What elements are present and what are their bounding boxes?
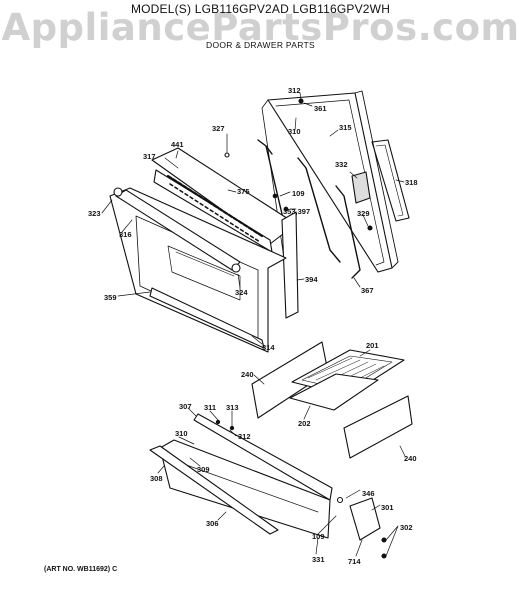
callout-labels: 312 361 310 315 327 441 317 332 318 375 …: [88, 86, 418, 566]
callout-314: 314: [262, 343, 275, 352]
door-hinges: [257, 139, 361, 279]
art-number: (ART NO. WB11692) C: [44, 566, 118, 573]
callout-109-drawer: 109: [312, 532, 325, 541]
callout-375: 375: [237, 187, 250, 196]
vent-bracket: [351, 171, 371, 204]
callout-240-left: 240: [241, 370, 254, 379]
callout-714: 714: [348, 557, 361, 566]
door-gasket: [371, 139, 410, 222]
callout-318: 318: [405, 178, 418, 187]
drawer-side-right: [343, 395, 413, 459]
door-side-channel: [281, 211, 299, 319]
callout-202: 202: [298, 419, 311, 428]
drawer-slide-bracket: [349, 497, 381, 541]
door-handle: [113, 187, 241, 273]
callout-316: 316: [119, 230, 132, 239]
drawer-handle: [149, 445, 279, 535]
callout-329: 329: [357, 209, 370, 218]
callout-309: 309: [197, 465, 210, 474]
callout-310-drawer: 310: [175, 429, 188, 438]
callout-367: 367: [361, 286, 374, 295]
callout-353-397: 353,397: [283, 207, 310, 216]
callout-361: 361: [314, 104, 327, 113]
callout-201: 201: [366, 341, 379, 350]
callout-317: 317: [143, 152, 156, 161]
callout-109-top: 109: [292, 189, 305, 198]
callout-394: 394: [305, 275, 318, 284]
model-title: MODEL(S) LGB116GPV2AD LGB116GPV2WH: [130, 2, 391, 16]
callout-240-right: 240: [404, 454, 417, 463]
callout-302: 302: [400, 523, 413, 532]
section-subtitle: DOOR & DRAWER PARTS: [206, 40, 315, 50]
callout-313: 313: [226, 403, 239, 412]
callout-308: 308: [150, 474, 163, 483]
callout-301: 301: [381, 503, 394, 512]
callout-359: 359: [104, 293, 117, 302]
callout-311: 311: [204, 403, 216, 412]
callout-312-drawer: 312: [238, 432, 251, 441]
callout-307: 307: [179, 402, 192, 411]
outer-door-panel: [261, 90, 399, 273]
leader-lines: [101, 92, 406, 557]
callout-346: 346: [362, 489, 375, 498]
door-bottom-trim: [149, 287, 265, 349]
drawer-front: [159, 439, 331, 539]
callout-315: 315: [339, 123, 352, 132]
callout-310-top: 310: [288, 127, 301, 136]
callout-441: 441: [171, 140, 184, 149]
callout-323: 323: [88, 209, 101, 218]
drawer-back-panel: [193, 413, 333, 501]
callout-324: 324: [235, 288, 248, 297]
callout-306: 306: [206, 519, 219, 528]
callout-331: 331: [312, 555, 325, 564]
callout-332: 332: [335, 160, 348, 169]
broiler-pan: [289, 349, 405, 411]
callout-327: 327: [212, 124, 225, 133]
callout-312-top: 312: [288, 86, 301, 95]
door-frame: [151, 147, 297, 253]
